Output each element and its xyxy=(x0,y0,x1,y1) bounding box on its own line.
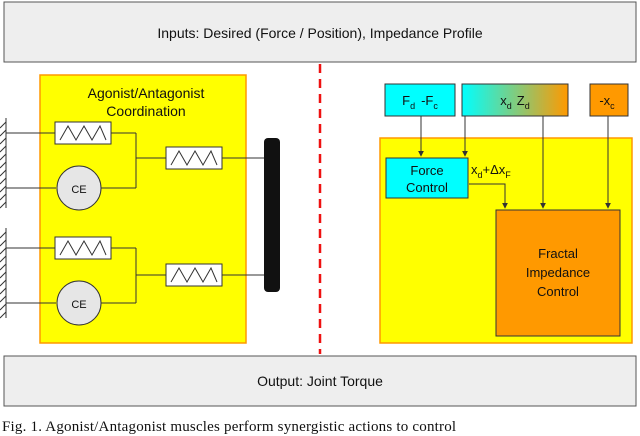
agonist-panel-title-line2: Coordination xyxy=(106,103,185,119)
force-control-line1: Force xyxy=(410,163,443,178)
muscle-group-bottom xyxy=(6,236,264,326)
ce-label-top: CE xyxy=(71,184,86,196)
xc-input-box xyxy=(589,83,629,117)
output-banner-label: Output: Joint Torque xyxy=(257,373,383,389)
position-input-z-sub: d xyxy=(525,101,530,111)
figure-caption: Fig. 1. Agonist/Antagonist muscles perfo… xyxy=(2,419,457,435)
force-control-box xyxy=(385,157,469,199)
force-control-line2: Control xyxy=(406,180,448,195)
force-input-f1: F xyxy=(402,93,410,108)
inputs-banner-label: Inputs: Desired (Force / Position), Impe… xyxy=(157,25,482,41)
force-input-f2-sub: c xyxy=(433,101,438,111)
force-input-label: Fd -Fc xyxy=(402,93,438,111)
joint-bar xyxy=(264,138,280,292)
fractal-line3: Control xyxy=(537,284,579,299)
wall-hatch-bottom xyxy=(0,228,7,319)
output-banner xyxy=(3,355,637,407)
position-input-z: Z xyxy=(517,93,525,108)
delta-label-plus: +Δx xyxy=(483,162,506,177)
position-input-x: x xyxy=(500,93,507,108)
position-input-x-sub: d xyxy=(507,101,512,111)
xc-input-x: -x xyxy=(599,93,610,108)
fractal-control-box xyxy=(495,209,621,337)
ce-label-bottom: CE xyxy=(71,299,86,311)
delta-label-f-sub: F xyxy=(505,170,511,180)
fractal-line1: Fractal xyxy=(538,246,578,261)
agonist-panel-title-line1: Agonist/Antagonist xyxy=(88,85,205,101)
wall-hatch-top xyxy=(0,118,7,209)
inputs-banner xyxy=(3,1,637,63)
xc-input-sub: c xyxy=(610,101,615,111)
delta-label-x-sub: d xyxy=(478,170,483,180)
delta-label-x: x xyxy=(471,162,478,177)
force-input-box xyxy=(384,83,456,117)
force-input-minus: -F xyxy=(421,93,433,108)
fractal-line2: Impedance xyxy=(526,265,590,280)
delta-label: xd+ΔxF xyxy=(471,162,511,180)
xc-input-label: -xc xyxy=(599,93,615,111)
force-input-f1-sub: d xyxy=(410,101,415,111)
muscle-group-top xyxy=(6,121,264,211)
connector-arrows xyxy=(418,116,611,209)
position-input-box xyxy=(461,83,569,117)
